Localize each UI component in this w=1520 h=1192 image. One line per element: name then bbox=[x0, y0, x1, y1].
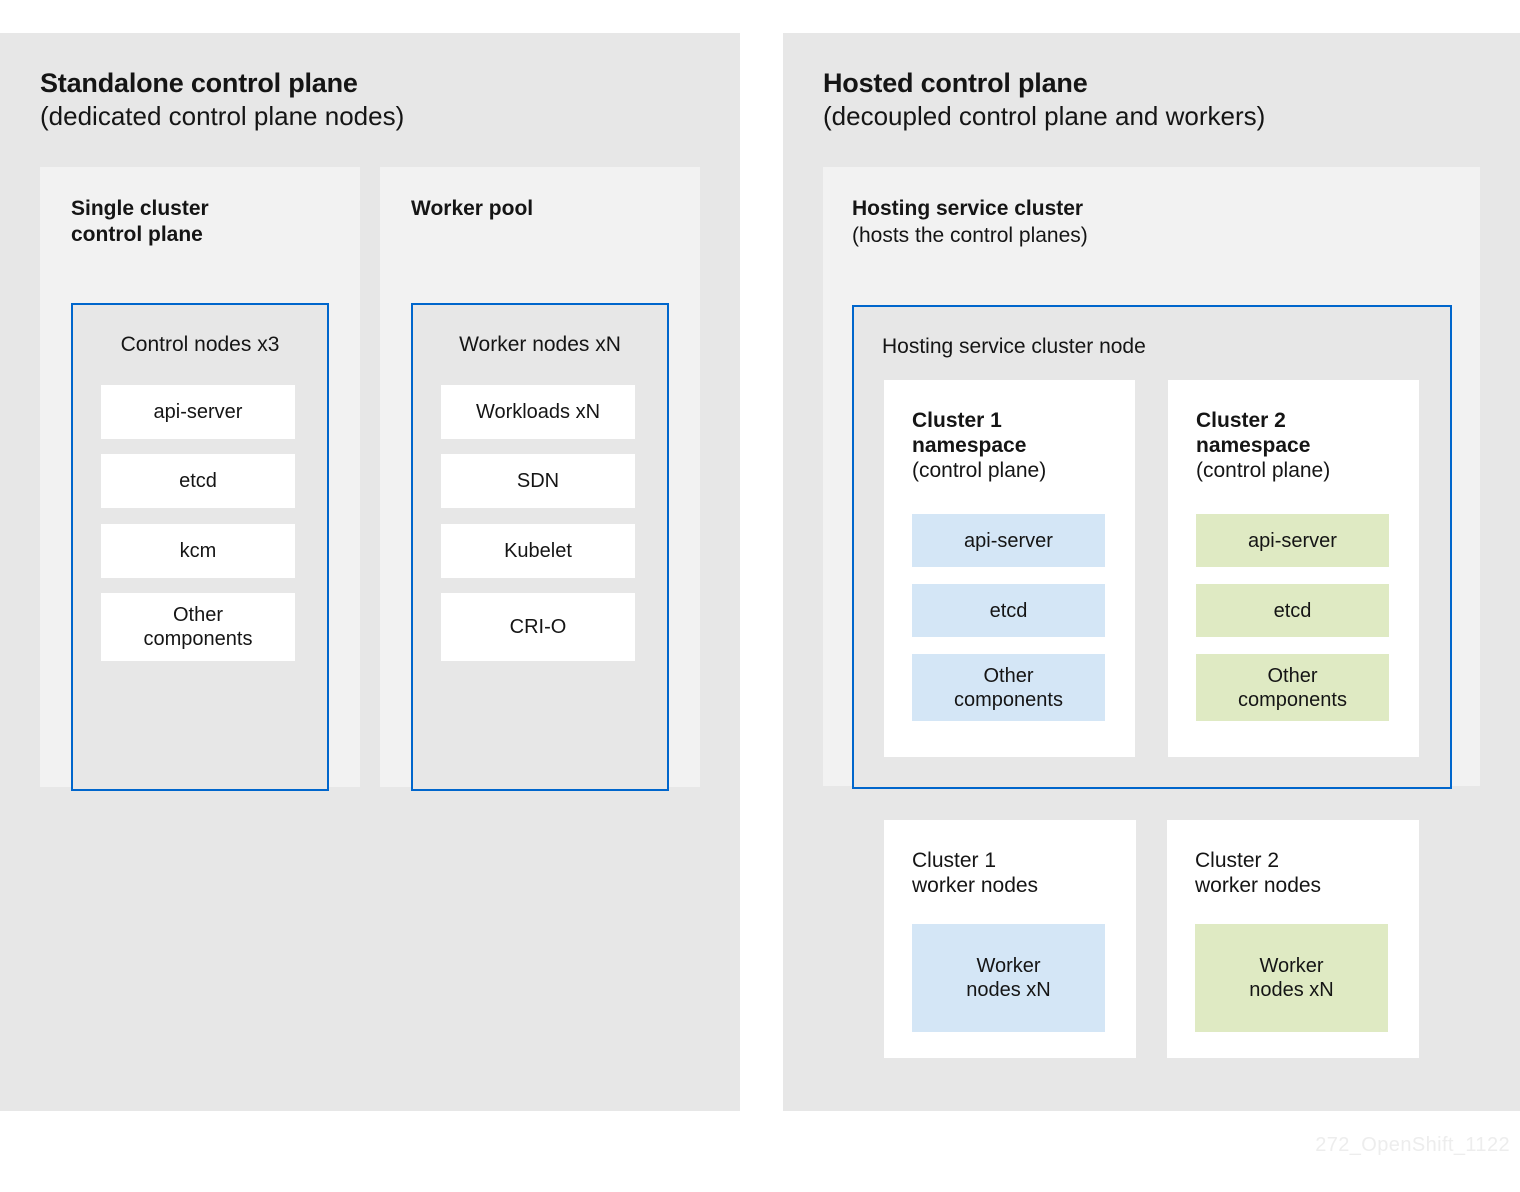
chip-cluster-1-api-server: api-server bbox=[912, 514, 1105, 567]
chip-sdn: SDN bbox=[441, 454, 635, 508]
card-title-cluster-1-namespace: Cluster 1 namespace bbox=[912, 409, 1027, 457]
chip-api-server: api-server bbox=[101, 385, 295, 439]
node-box-worker-nodes: Worker nodes xN Workloads xN SDN Kubelet… bbox=[411, 303, 669, 791]
chip-other-components: Other components bbox=[101, 593, 295, 661]
section-hosting-service-cluster: Hosting service cluster (hosts the contr… bbox=[823, 167, 1480, 789]
chip-cluster-2-api-server: api-server bbox=[1196, 514, 1389, 567]
chip-workloads: Workloads xN bbox=[441, 385, 635, 439]
section-worker-pool: Worker pool Worker nodes xN Workloads xN… bbox=[380, 167, 700, 791]
chip-cluster-1-other-components: Other components bbox=[912, 654, 1105, 721]
card-cluster-1-worker-nodes: Cluster 1 worker nodes Worker nodes xN bbox=[884, 820, 1136, 1058]
chip-cluster-2-etcd: etcd bbox=[1196, 584, 1389, 637]
node-box-label-hosting-service-cluster-node: Hosting service cluster node bbox=[882, 335, 1146, 358]
card-title-cluster-2-worker-nodes: Cluster 2 worker nodes bbox=[1195, 849, 1322, 897]
chip-etcd: etcd bbox=[101, 454, 295, 508]
chip-kcm: kcm bbox=[101, 524, 295, 578]
card-subtitle-cluster-2-namespace: (control plane) bbox=[1196, 459, 1331, 482]
node-box-control-nodes: Control nodes x3 api-server etcd kcm Oth… bbox=[71, 303, 329, 791]
node-box-label-worker-nodes: Worker nodes xN bbox=[459, 333, 621, 356]
section-title-worker-pool: Worker pool bbox=[411, 197, 534, 220]
chip-kubelet: Kubelet bbox=[441, 524, 635, 578]
section-single-cluster-control-plane: Single cluster control plane Control nod… bbox=[40, 167, 360, 791]
standalone-control-plane-panel: Standalone control plane (dedicated cont… bbox=[0, 33, 740, 1111]
hosted-panel-subtitle: (decoupled control plane and workers) bbox=[823, 101, 1266, 131]
section-title-single-cluster-control-plane: Single cluster control plane bbox=[71, 197, 209, 246]
chip-cluster-2-worker-nodes: Worker nodes xN bbox=[1195, 924, 1388, 1032]
card-cluster-1-namespace: Cluster 1 namespace (control plane) api-… bbox=[884, 380, 1135, 757]
hosted-control-plane-panel: Hosted control plane (decoupled control … bbox=[783, 33, 1520, 1111]
card-subtitle-cluster-1-namespace: (control plane) bbox=[912, 459, 1047, 482]
node-box-label-control-nodes: Control nodes x3 bbox=[120, 333, 280, 356]
card-cluster-2-namespace: Cluster 2 namespace (control plane) api-… bbox=[1168, 380, 1419, 757]
card-title-cluster-2-namespace: Cluster 2 namespace bbox=[1196, 409, 1311, 457]
chip-cri-o: CRI-O bbox=[441, 593, 635, 661]
watermark-label: 272_OpenShift_1122 bbox=[1315, 1134, 1510, 1156]
standalone-panel-subtitle: (dedicated control plane nodes) bbox=[40, 101, 405, 131]
card-title-cluster-1-worker-nodes: Cluster 1 worker nodes bbox=[912, 849, 1039, 897]
chip-cluster-1-etcd: etcd bbox=[912, 584, 1105, 637]
node-box-hosting-service-cluster-node: Hosting service cluster node Cluster 1 n… bbox=[852, 305, 1452, 789]
hosted-panel-title: Hosted control plane bbox=[823, 68, 1088, 98]
card-cluster-2-worker-nodes: Cluster 2 worker nodes Worker nodes xN bbox=[1167, 820, 1419, 1058]
section-subtitle-hosting-service-cluster: (hosts the control planes) bbox=[852, 224, 1088, 247]
standalone-panel-title: Standalone control plane bbox=[40, 68, 358, 98]
chip-cluster-1-worker-nodes: Worker nodes xN bbox=[912, 924, 1105, 1032]
section-title-hosting-service-cluster: Hosting service cluster bbox=[852, 197, 1084, 220]
chip-cluster-2-other-components: Other components bbox=[1196, 654, 1389, 721]
